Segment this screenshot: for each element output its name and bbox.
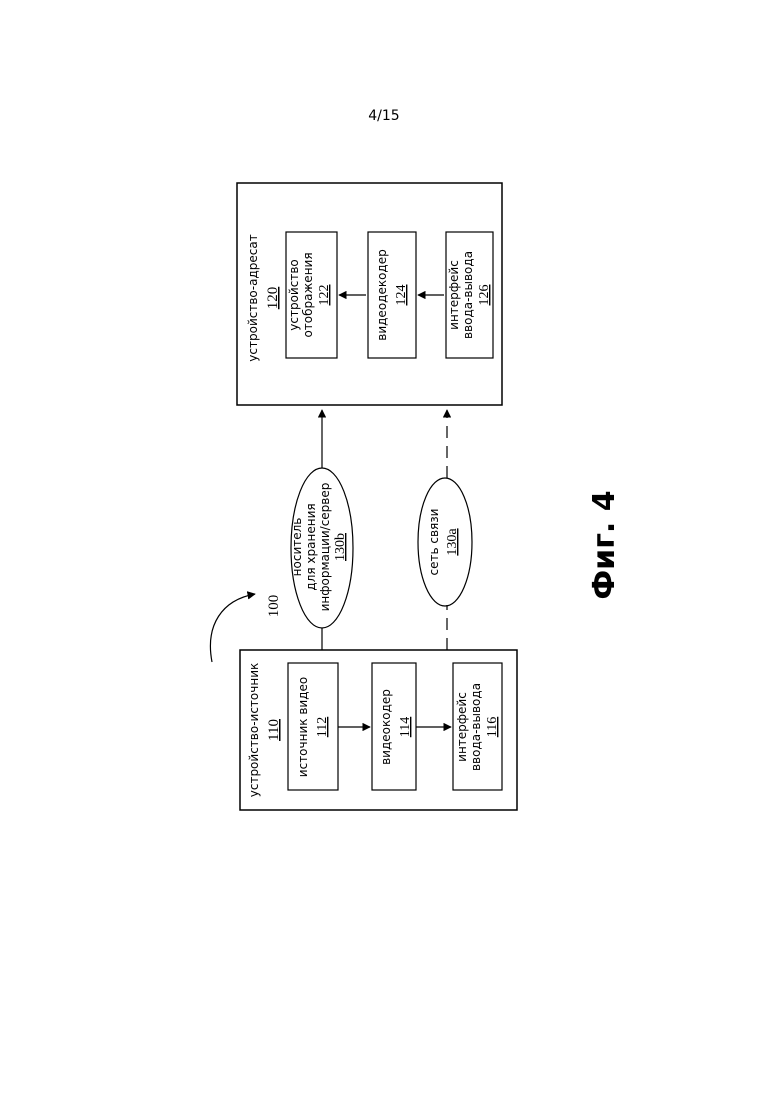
video-decoder-label: видеодекодер: [375, 249, 389, 340]
video-encoder-label: видеокодер: [379, 689, 393, 765]
destination-io-label-1: интерфейс: [447, 260, 461, 330]
video-source-ref: 112: [315, 717, 330, 737]
destination-io-label-2: ввода-вывода: [461, 251, 475, 339]
storage-label-1: носитель: [290, 518, 304, 577]
system-ref: 100: [266, 595, 282, 618]
network-ref: 130a: [445, 528, 460, 556]
network-label: сеть связи: [427, 509, 441, 576]
display-label-2: отображения: [301, 252, 315, 337]
source-io-label-1: интерфейс: [455, 692, 469, 762]
system-curved-arrow: [210, 594, 255, 662]
video-source-label: источник видео: [296, 677, 310, 777]
storage-ref: 130b: [333, 533, 348, 561]
page-number: 4/15: [368, 108, 399, 124]
display-label-1: устройство: [287, 259, 301, 330]
source-device: устройство-источник 110 источник видео 1…: [240, 650, 517, 810]
source-io-label-2: ввода-вывода: [469, 683, 483, 771]
display-ref: 122: [317, 285, 332, 306]
destination-device-title: устройство-адресат: [246, 234, 260, 361]
figure-label: Фиг. 4: [587, 490, 622, 599]
source-device-ref: 110: [266, 719, 282, 741]
source-device-title: устройство-источник: [247, 663, 261, 798]
storage-label-2: для хранения: [304, 503, 318, 590]
video-encoder-ref: 114: [398, 717, 413, 737]
destination-device-ref: 120: [265, 287, 281, 310]
destination-device: устройство-адресат 120 устройство отобра…: [237, 183, 502, 405]
destination-io-ref: 126: [477, 285, 492, 306]
storage-label-3: информации/сервер: [318, 483, 332, 612]
video-decoder-ref: 124: [394, 285, 409, 306]
source-io-ref: 116: [485, 717, 500, 737]
